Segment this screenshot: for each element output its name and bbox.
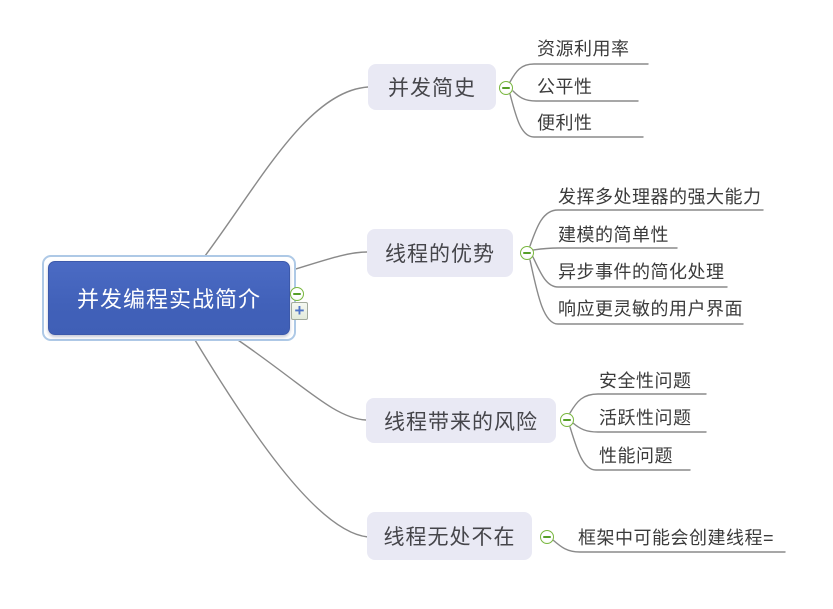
- collapse-branch-4-icon[interactable]: [540, 530, 554, 544]
- collapse-root-icon[interactable]: [290, 287, 304, 301]
- connector-branch3-child2: [572, 422, 707, 433]
- collapse-branch-2-icon[interactable]: [520, 246, 534, 260]
- child-topic[interactable]: 性能问题: [599, 446, 673, 466]
- minus-glyph: [502, 87, 510, 89]
- connector-branch1-child2: [512, 90, 639, 102]
- connector-branch2-child3: [532, 256, 728, 288]
- root-topic[interactable]: 并发编程实战简介: [48, 261, 290, 335]
- child-topic[interactable]: 活跃性问题: [599, 408, 692, 428]
- child-topic[interactable]: 公平性: [537, 77, 593, 97]
- child-topic[interactable]: 建模的简单性: [558, 225, 669, 245]
- minus-glyph: [293, 293, 301, 295]
- topic-branch-1[interactable]: 并发简史: [368, 64, 496, 110]
- child-topic[interactable]: 响应更灵敏的用户界面: [558, 299, 743, 319]
- connector-branch3-child1: [569, 393, 707, 414]
- child-topic[interactable]: 框架中可能会创建线程=: [578, 528, 775, 548]
- add-child-button[interactable]: +: [291, 302, 308, 320]
- topic-branch-2[interactable]: 线程的优势: [367, 229, 513, 277]
- connector-branch2-child1: [529, 209, 764, 247]
- child-topic[interactable]: 安全性问题: [599, 371, 692, 391]
- connector-branch4-child1: [552, 539, 786, 553]
- child-topic[interactable]: 便利性: [537, 113, 593, 133]
- collapse-branch-1-icon[interactable]: [499, 81, 513, 95]
- connector-branch3-child3: [569, 426, 691, 471]
- child-topic[interactable]: 发挥多处理器的强大能力: [558, 187, 762, 207]
- topic-branch-4[interactable]: 线程无处不在: [367, 512, 532, 560]
- minus-glyph: [563, 419, 571, 421]
- connector-branch1-child3: [509, 93, 644, 138]
- connector-branch2-child2: [532, 247, 678, 251]
- minus-glyph: [523, 252, 531, 254]
- connector-branch2-child4: [529, 259, 744, 325]
- connector-root-branch4: [169, 297, 369, 538]
- child-topic[interactable]: 异步事件的简化处理: [558, 262, 725, 282]
- collapse-branch-3-icon[interactable]: [560, 413, 574, 427]
- connector-branch1-child1: [509, 63, 649, 83]
- child-topic[interactable]: 资源利用率: [537, 39, 630, 59]
- minus-glyph: [543, 536, 551, 538]
- topic-branch-3[interactable]: 线程带来的风险: [366, 398, 556, 443]
